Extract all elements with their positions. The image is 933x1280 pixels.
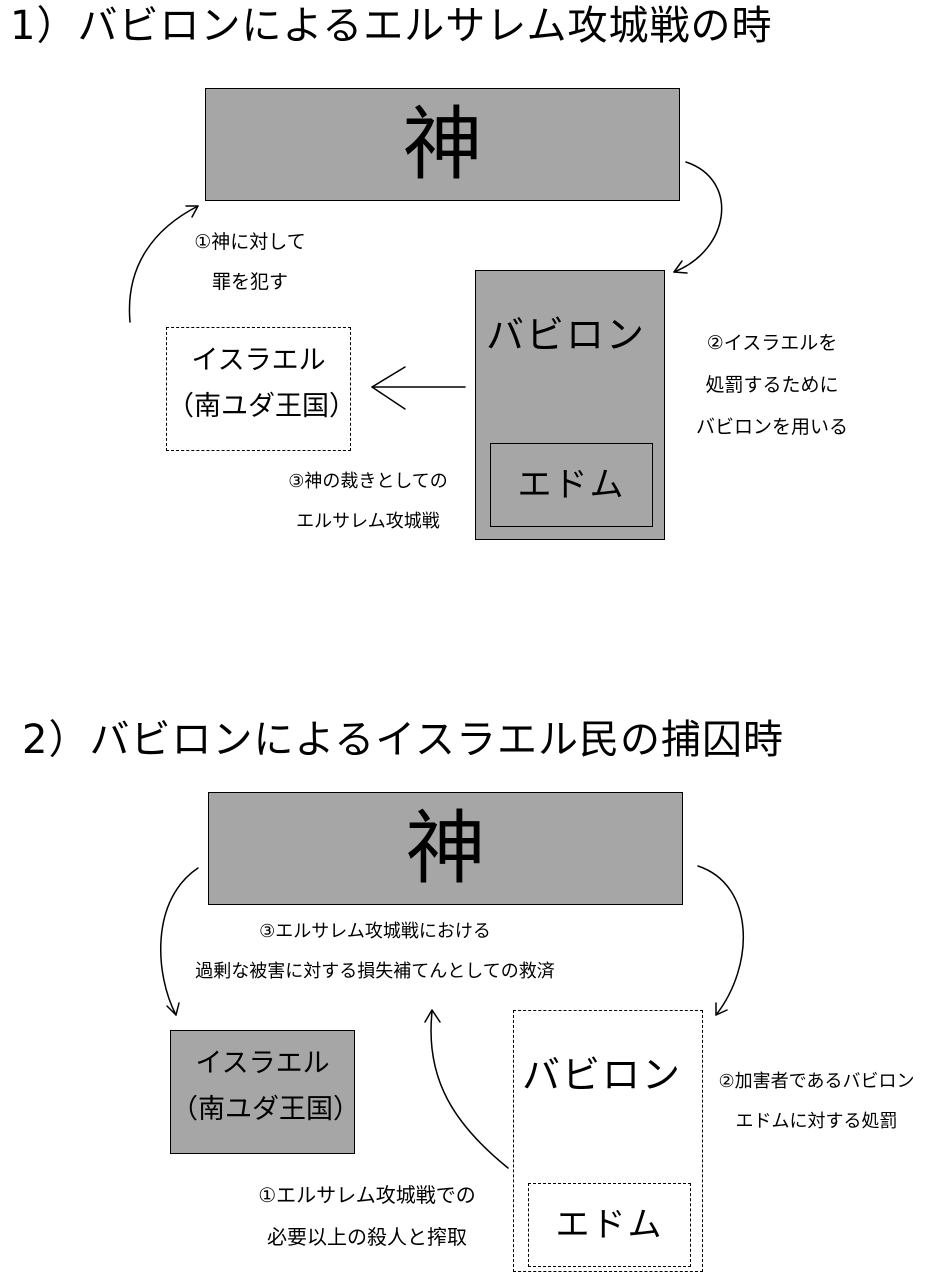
note1-sec2-line2: 必要以上の殺人と搾取	[267, 1225, 467, 1249]
arrowhead-israel-to-god-1	[185, 205, 199, 218]
israel-sublabel-2: （南ユダ王国）	[171, 1093, 360, 1125]
note3-sec1-line1: ③神の裁きとしての	[288, 471, 448, 492]
note3-sec1: ③神の裁きとしての エルサレム攻城戦	[268, 462, 468, 542]
note1-sec2-line1: ①エルサレム攻城戦での	[258, 1183, 476, 1207]
israel-box-2: イスラエル （南ユダ王国）	[170, 1030, 360, 1154]
note3-sec2-line1: ③エルサレム攻城戦における	[259, 921, 491, 942]
arrow-god-to-babylon-1	[673, 161, 723, 273]
note1-sec1-line2: 罪を犯す	[211, 271, 288, 293]
arrowhead-babylon-to-israel-1	[371, 366, 406, 410]
section1-heading: 1）バビロンによるエルサレム攻城戦の時	[10, 3, 773, 49]
babylon-box-2: バビロン エドム	[513, 1010, 703, 1272]
israel-box-1: イスラエル （南ユダ王国）	[166, 327, 356, 451]
god-box-1: 神	[205, 88, 680, 201]
section2-heading: 2）バビロンによるイスラエル民の捕囚時	[22, 717, 785, 763]
note3-sec2: ③エルサレム攻城戦における 過剰な被害に対する損失補てんとしての救済	[150, 912, 600, 992]
babylon-label-1: バビロン	[486, 313, 647, 357]
god-box-2: 神	[208, 792, 683, 905]
arrow-israel-to-god-1	[128, 205, 199, 323]
edom-label-1: エドム	[517, 465, 626, 505]
note2-sec2-line1: ②加害者であるバビロン	[718, 1071, 915, 1092]
edom-label-2: エドム	[555, 1205, 664, 1245]
note2-sec1-line2: 処罰するために	[705, 374, 839, 396]
arrowhead-god-to-israel-2	[166, 1002, 180, 1016]
babylon-box-1: バビロン エドム	[475, 270, 665, 540]
edom-box-2: エドム	[528, 1183, 691, 1267]
god-label-2: 神	[405, 801, 486, 895]
note1-sec1-line1: ①神に対して	[194, 231, 306, 253]
note2-sec1-line3: バビロンを用いる	[695, 416, 848, 438]
note1-sec1: ①神に対して 罪を犯す	[175, 222, 325, 302]
god-label-1: 神	[402, 97, 483, 191]
israel-label-1: イスラエル	[191, 345, 326, 376]
note3-sec2-line2: 過剰な被害に対する損失補てんとしての救済	[195, 961, 555, 982]
arrowhead-god-to-babylon-2	[715, 1002, 728, 1016]
note2-sec2-line2: エドムに対する処罰	[735, 1111, 898, 1132]
note2-sec1-line1: ②イスラエルを	[706, 332, 838, 354]
arrow-god-to-babylon-2	[697, 865, 745, 1016]
note1-sec2: ①エルサレム攻城戦での 必要以上の殺人と搾取	[222, 1174, 512, 1258]
arrowhead-god-to-babylon-1	[673, 260, 688, 274]
edom-box-1: エドム	[490, 443, 653, 527]
note2-sec1: ②イスラエルを 処罰するために バビロンを用いる	[672, 322, 872, 448]
note3-sec1-line2: エルサレム攻城戦	[296, 511, 440, 532]
israel-label-2: イスラエル	[195, 1048, 330, 1079]
babylon-label-2: バビロン	[522, 1053, 683, 1097]
arrowhead-babylon-to-god-2	[424, 1009, 441, 1023]
arrow-babylon-to-god-2	[430, 1011, 509, 1169]
israel-sublabel-1: （南ユダ王国）	[167, 390, 356, 422]
arrow-god-to-israel-2	[159, 867, 199, 1016]
note2-sec2: ②加害者であるバビロン エドムに対する処罰	[700, 1062, 933, 1142]
